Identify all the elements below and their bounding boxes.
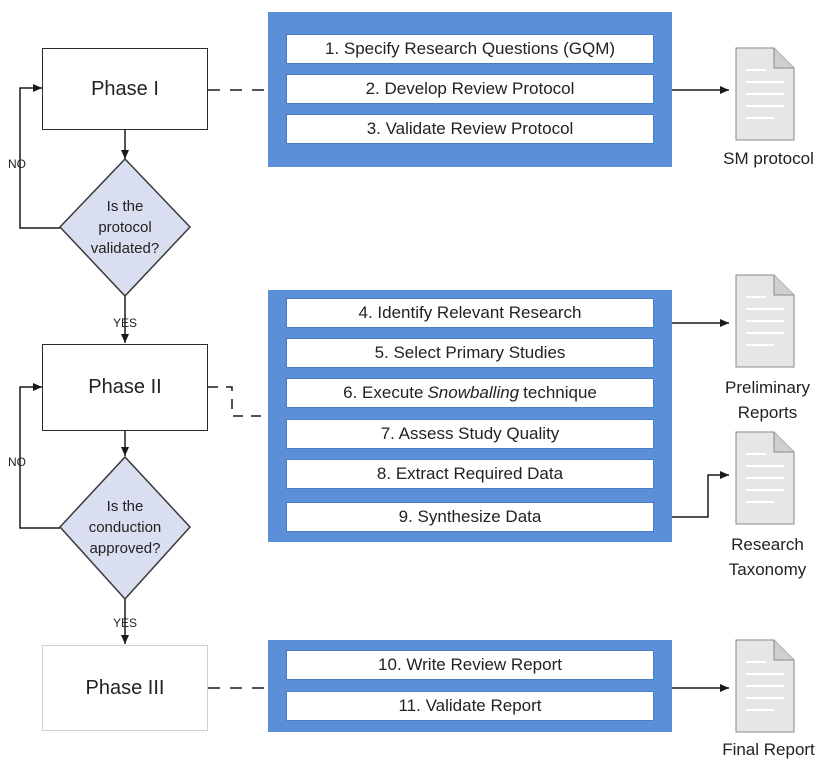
preliminary-reports-label: Preliminary Reports (724, 378, 811, 422)
dashed-link (208, 386, 268, 417)
decision-diamond-2 (58, 455, 192, 601)
step-6: 6. Execute Snowballing technique (286, 378, 654, 408)
document-icon (735, 431, 795, 525)
phase-1-box: Phase I (42, 48, 208, 130)
yes-label-1: YES (113, 316, 138, 330)
phase-1-label: Phase I (91, 77, 159, 100)
step-2: 2. Develop Review Protocol (286, 74, 654, 104)
decision-diamond-1 (58, 157, 192, 298)
phase-3-label: Phase III (85, 676, 165, 699)
step-10: 10. Write Review Report (286, 650, 654, 680)
step-9: 9. Synthesize Data (286, 502, 654, 532)
step-8: 8. Extract Required Data (286, 459, 654, 489)
step-11: 11. Validate Report (286, 691, 654, 721)
step-4: 4. Identify Relevant Research (286, 298, 654, 328)
decision-2-text: Is the conduction approved? (88, 498, 162, 557)
yes-label-2: YES (113, 616, 138, 630)
step-1: 1. Specify Research Questions (GQM) (286, 34, 654, 64)
phase-3-box: Phase III (42, 645, 208, 731)
no-label-2: NO (8, 455, 26, 469)
final-report-label: Final Report (722, 740, 815, 759)
phase-1-steps-panel: 1. Specify Research Questions (GQM) 2. D… (268, 12, 672, 167)
no-loop-arrow (19, 84, 60, 229)
step-7: 7. Assess Study Quality (286, 419, 654, 449)
research-taxonomy-label: Research Taxonomy (728, 535, 807, 579)
document-icon (735, 639, 795, 733)
sm-protocol-label: SM protocol (723, 149, 814, 168)
document-icon (735, 47, 795, 141)
phase-2-label: Phase II (88, 376, 162, 398)
no-loop-arrow (19, 383, 60, 529)
step-5: 5. Select Primary Studies (286, 338, 654, 368)
step-3: 3. Validate Review Protocol (286, 114, 654, 144)
output-arrow (658, 471, 729, 518)
no-label-1: NO (8, 157, 26, 171)
phase-2-box: Phase II (42, 344, 208, 431)
document-icon (735, 274, 795, 368)
phase-2-steps-panel: 4. Identify Relevant Research 5. Select … (268, 290, 672, 542)
phase-3-steps-panel: 10. Write Review Report 11. Validate Rep… (268, 640, 672, 732)
decision-1-text: Is the protocol validated? (90, 198, 160, 257)
